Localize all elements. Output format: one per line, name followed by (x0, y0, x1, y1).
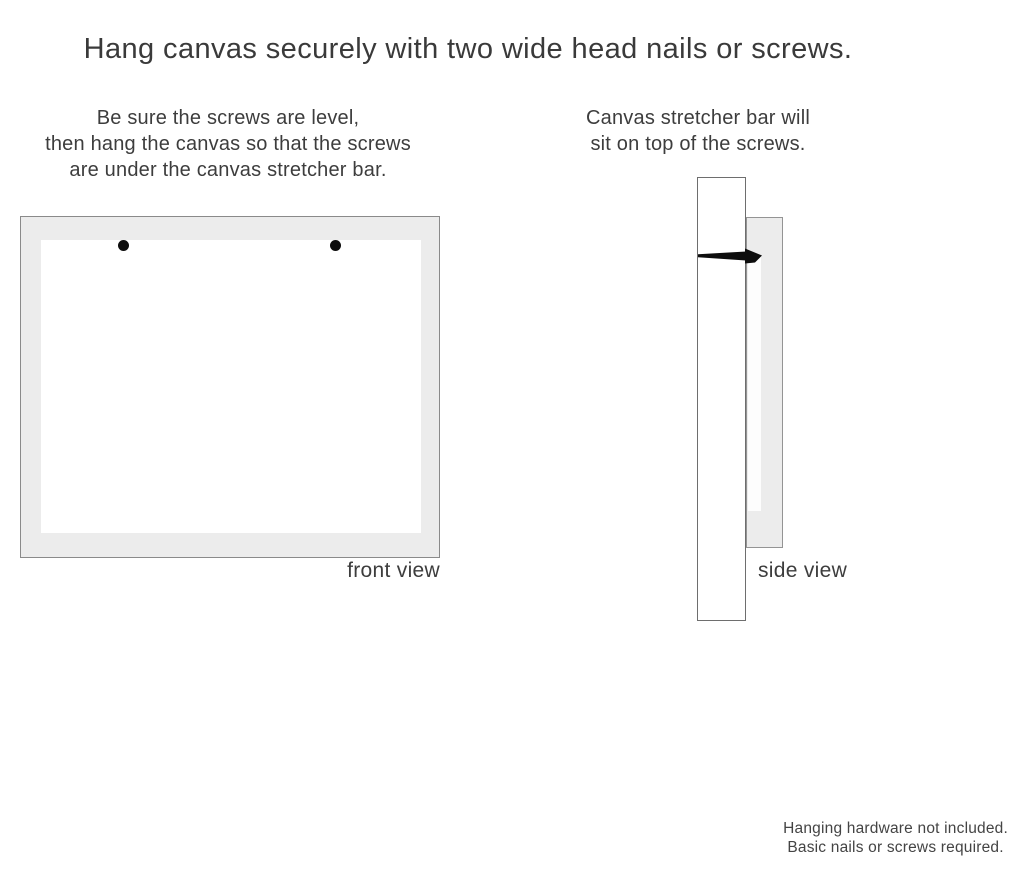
nail-head-right-icon (330, 240, 341, 251)
canvas-side-bar (746, 217, 783, 548)
canvas-front-inner-area (41, 240, 421, 533)
front-view-instructions: Be sure the screws are level, then hang … (18, 105, 438, 183)
instruction-line: are under the canvas stretcher bar. (69, 159, 387, 181)
side-view-label: side view (758, 559, 848, 582)
disclaimer-line: Basic nails or screws required. (787, 839, 1004, 856)
instruction-line: Be sure the screws are level, (96, 107, 360, 129)
nail-side-icon (698, 248, 762, 264)
instruction-line: then hang the canvas so that the screws (45, 133, 411, 155)
page-title: Hang canvas securely with two wide head … (83, 33, 853, 66)
wall-bar (697, 177, 746, 621)
instruction-line: Canvas stretcher bar will (586, 107, 810, 129)
front-view-diagram (20, 216, 440, 558)
nail-head-left-icon (118, 240, 129, 251)
instruction-line: sit on top of the screws. (590, 133, 806, 155)
front-view-label: front view (347, 559, 440, 582)
canvas-side-inner-area (748, 257, 761, 511)
disclaimer-line: Hanging hardware not included. (783, 820, 1008, 837)
side-view-instructions: Canvas stretcher bar will sit on top of … (548, 105, 848, 157)
hardware-disclaimer: Hanging hardware not included. Basic nai… (783, 819, 1008, 857)
